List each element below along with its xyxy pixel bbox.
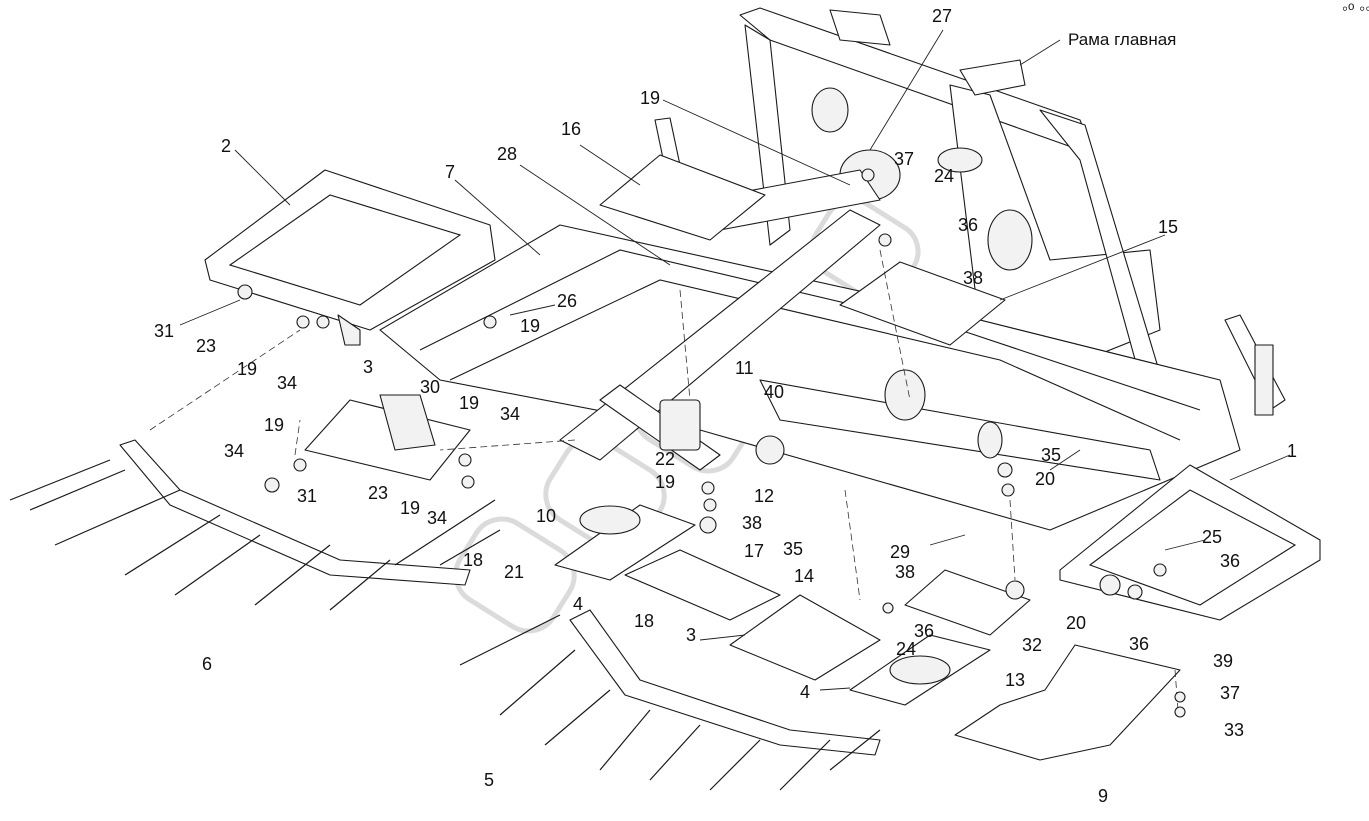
- callout-15: 15: [1158, 217, 1178, 237]
- fasteners: [237, 168, 1186, 718]
- callout-19: 19: [640, 88, 660, 108]
- callout-18: 18: [634, 611, 654, 631]
- callout-22: 22: [655, 449, 675, 469]
- callout-20: 20: [1035, 469, 1055, 489]
- callout-36: 36: [958, 215, 978, 235]
- callout-31: 31: [297, 486, 317, 506]
- callout-19: 19: [264, 415, 284, 435]
- callout-6: 6: [202, 654, 212, 674]
- callout-14: 14: [794, 566, 814, 586]
- callout-23: 23: [196, 336, 216, 356]
- callout-36: 37: [1220, 683, 1240, 703]
- support-3-left: [304, 394, 471, 481]
- callout-4: 4: [573, 594, 583, 614]
- plate-15: [839, 261, 1006, 346]
- callout-32: 32: [1022, 635, 1042, 655]
- callout-19: 19: [459, 393, 479, 413]
- callout-11: 11: [735, 358, 754, 378]
- main-frame: [379, 7, 1286, 531]
- callout-28: 28: [497, 144, 517, 164]
- part-1-frame: [1059, 464, 1321, 621]
- callout-26: 26: [557, 291, 577, 311]
- callout-24: 24: [896, 639, 916, 659]
- callout-19: 19: [237, 359, 257, 379]
- corner-mark: ◦ᵒ ◦◦◦: [1342, 0, 1369, 18]
- bar-5: [459, 609, 881, 791]
- callout-34: 34: [427, 508, 447, 528]
- mount-4-left: [554, 504, 696, 581]
- central-beam: [559, 209, 881, 471]
- part-2-frame: [204, 169, 496, 346]
- bar-6: [9, 439, 501, 611]
- callout-25: 25: [1202, 527, 1222, 547]
- assembly-lines: [149, 249, 1179, 711]
- callout-38: 38: [895, 562, 915, 582]
- callout-38: 38: [963, 268, 983, 288]
- callout-34: 34: [277, 373, 297, 393]
- callout-33: 33: [1224, 720, 1244, 740]
- callout-34: 34: [500, 404, 520, 424]
- callout-36: 36: [914, 621, 934, 641]
- callout-23: 23: [368, 483, 388, 503]
- callout-19: 19: [400, 498, 420, 518]
- callout-24: 24: [934, 166, 954, 186]
- mount-4-right: [849, 634, 991, 706]
- callout-2: 2: [221, 136, 231, 156]
- callout-20: 20: [1066, 613, 1086, 633]
- callout-35: 35: [1041, 445, 1061, 465]
- callout-37: 37: [894, 149, 914, 169]
- callout-18: 18: [463, 550, 483, 570]
- callout-29: 29: [890, 542, 910, 562]
- callout-16: 16: [561, 119, 581, 139]
- callout-9: 9: [1098, 786, 1108, 806]
- callout-35: 36: [1129, 634, 1149, 654]
- callout-38: 39: [1213, 651, 1233, 671]
- leader-lines: [179, 29, 1291, 691]
- callout-34: 35: [783, 539, 803, 559]
- callout-4: 4: [800, 682, 810, 702]
- callout-37: 38: [742, 513, 762, 533]
- support-3-right: [729, 594, 881, 681]
- callout-5: 5: [484, 770, 494, 790]
- frame-title-label: Рама главная: [1068, 30, 1176, 49]
- plate-9: [954, 644, 1181, 761]
- callout-7: 7: [445, 162, 455, 182]
- callout-39: 40: [764, 382, 784, 402]
- callout-3: 3: [686, 625, 696, 645]
- callout-1: 1: [1287, 441, 1297, 461]
- callout-19: 19: [520, 316, 540, 336]
- callout-10: 10: [536, 506, 556, 526]
- callout-12: 12: [754, 486, 774, 506]
- callout-17: 17: [744, 541, 764, 561]
- callout-27: 27: [932, 6, 952, 26]
- callout-13: 13: [1005, 670, 1025, 690]
- callout-21: 21: [504, 562, 524, 582]
- callout-36: 36: [1220, 551, 1240, 571]
- callout-30: 30: [420, 377, 440, 397]
- plate-16: [599, 154, 766, 241]
- callout-34: 34: [224, 441, 244, 461]
- plate-14: [624, 549, 781, 621]
- callout-19: 19: [655, 472, 675, 492]
- callout-31: 31: [154, 321, 174, 341]
- callout-labels: 1 2 3 3 4 4 5 6 7 9 10 11 12 13 14 15 16…: [154, 6, 1297, 806]
- plate-13: [904, 569, 1031, 636]
- callout-3: 3: [363, 357, 373, 377]
